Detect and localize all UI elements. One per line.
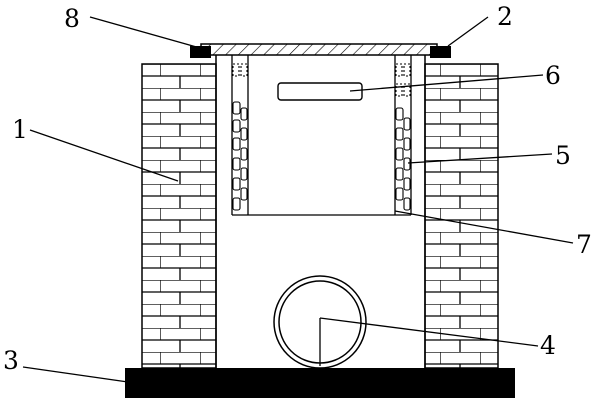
gasket-left	[190, 46, 211, 58]
leader-5	[407, 153, 553, 164]
leader-7	[394, 210, 574, 244]
label-8: 8	[64, 4, 80, 33]
inner-sleeve	[231, 55, 412, 216]
leader-2	[447, 16, 489, 47]
label-7: 7	[576, 230, 592, 259]
gasket-right	[430, 46, 451, 58]
leader-3	[22, 366, 129, 383]
base-slab	[125, 368, 515, 398]
leader-4	[319, 317, 539, 347]
leader-1	[29, 129, 179, 182]
left-brick-wall	[141, 63, 217, 369]
sleeve-fill-right	[395, 63, 411, 211]
label-3: 3	[3, 346, 19, 375]
leader-8	[89, 16, 201, 49]
nameplate	[277, 82, 363, 101]
label-2: 2	[497, 2, 513, 31]
leader-lines	[22, 16, 574, 383]
well-cover	[200, 43, 438, 56]
label-4: 4	[540, 331, 556, 360]
right-brick-wall	[424, 63, 499, 369]
label-1: 1	[12, 115, 28, 144]
label-5: 5	[555, 141, 571, 170]
sleeve-fill-left	[232, 63, 248, 211]
leader-6	[349, 74, 544, 92]
label-6: 6	[545, 61, 561, 90]
